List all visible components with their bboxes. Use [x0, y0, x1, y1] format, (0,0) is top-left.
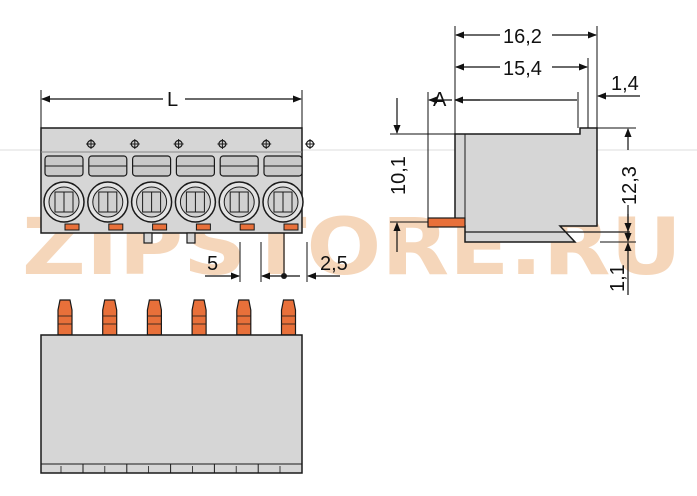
pole-5 [218, 139, 272, 231]
pin-body [57, 299, 73, 336]
pin-body [102, 299, 118, 336]
pole-4 [174, 139, 228, 231]
pin-offset-dimension: 1,1 [607, 214, 632, 295]
bottom-view-body [40, 334, 303, 474]
ref-a-label: A [433, 89, 447, 111]
height-left-label: 10,1 [388, 156, 410, 195]
edge-label: 1,4 [611, 73, 639, 95]
pole-1 [43, 139, 96, 231]
pole-test-slot [239, 223, 255, 231]
pin-body [236, 299, 252, 336]
side-view-body [454, 127, 598, 243]
pole-test-slot [152, 223, 168, 231]
edge-dimension: 1,4 [597, 73, 640, 100]
length-label: L [167, 89, 178, 111]
pitch-label: 5 [207, 253, 218, 275]
ref-a-dimension: A [427, 89, 579, 218]
bottom-pin-3 [146, 299, 162, 336]
bottom-view [40, 299, 303, 474]
height-right-label: 12,3 [619, 166, 641, 205]
bottom-pin-5 [236, 299, 252, 336]
bottom-pin-4 [191, 299, 207, 336]
pin-body [146, 299, 162, 336]
width-inner-label: 15,4 [503, 58, 542, 80]
front-view-poles [43, 139, 315, 231]
pole-test-slot [108, 223, 124, 231]
bottom-pin-2 [102, 299, 118, 336]
side-pin [427, 217, 466, 228]
bottom-pin-6 [280, 299, 297, 336]
front-view [40, 127, 315, 279]
width-total-label: 16,2 [503, 26, 542, 48]
pin-body [191, 299, 207, 336]
pin-body [280, 299, 297, 336]
height-left-dimension: 10,1 [388, 98, 455, 252]
bottom-pin-1 [57, 299, 73, 336]
pole-test-slot [283, 223, 299, 231]
width-inner-dimension: 15,4 [455, 58, 589, 128]
bottom-view-ticks [60, 464, 303, 473]
pole-2 [87, 139, 140, 231]
pin-offset-label: 1,1 [607, 264, 629, 292]
pitch-dimension: 5 2,5 [205, 242, 348, 282]
pole-3 [130, 139, 184, 231]
right-tab [186, 232, 196, 244]
offset-label: 2,5 [320, 253, 348, 275]
center-tab [143, 232, 153, 244]
length-dimension: L [40, 89, 303, 128]
width-total-dimension: 16,2 [454, 26, 598, 134]
front-view-body [40, 127, 303, 234]
pole-6 [262, 139, 315, 231]
bottom-view-pins [57, 299, 297, 336]
pole-test-slot [64, 223, 80, 231]
pole-test-slot [195, 223, 211, 231]
